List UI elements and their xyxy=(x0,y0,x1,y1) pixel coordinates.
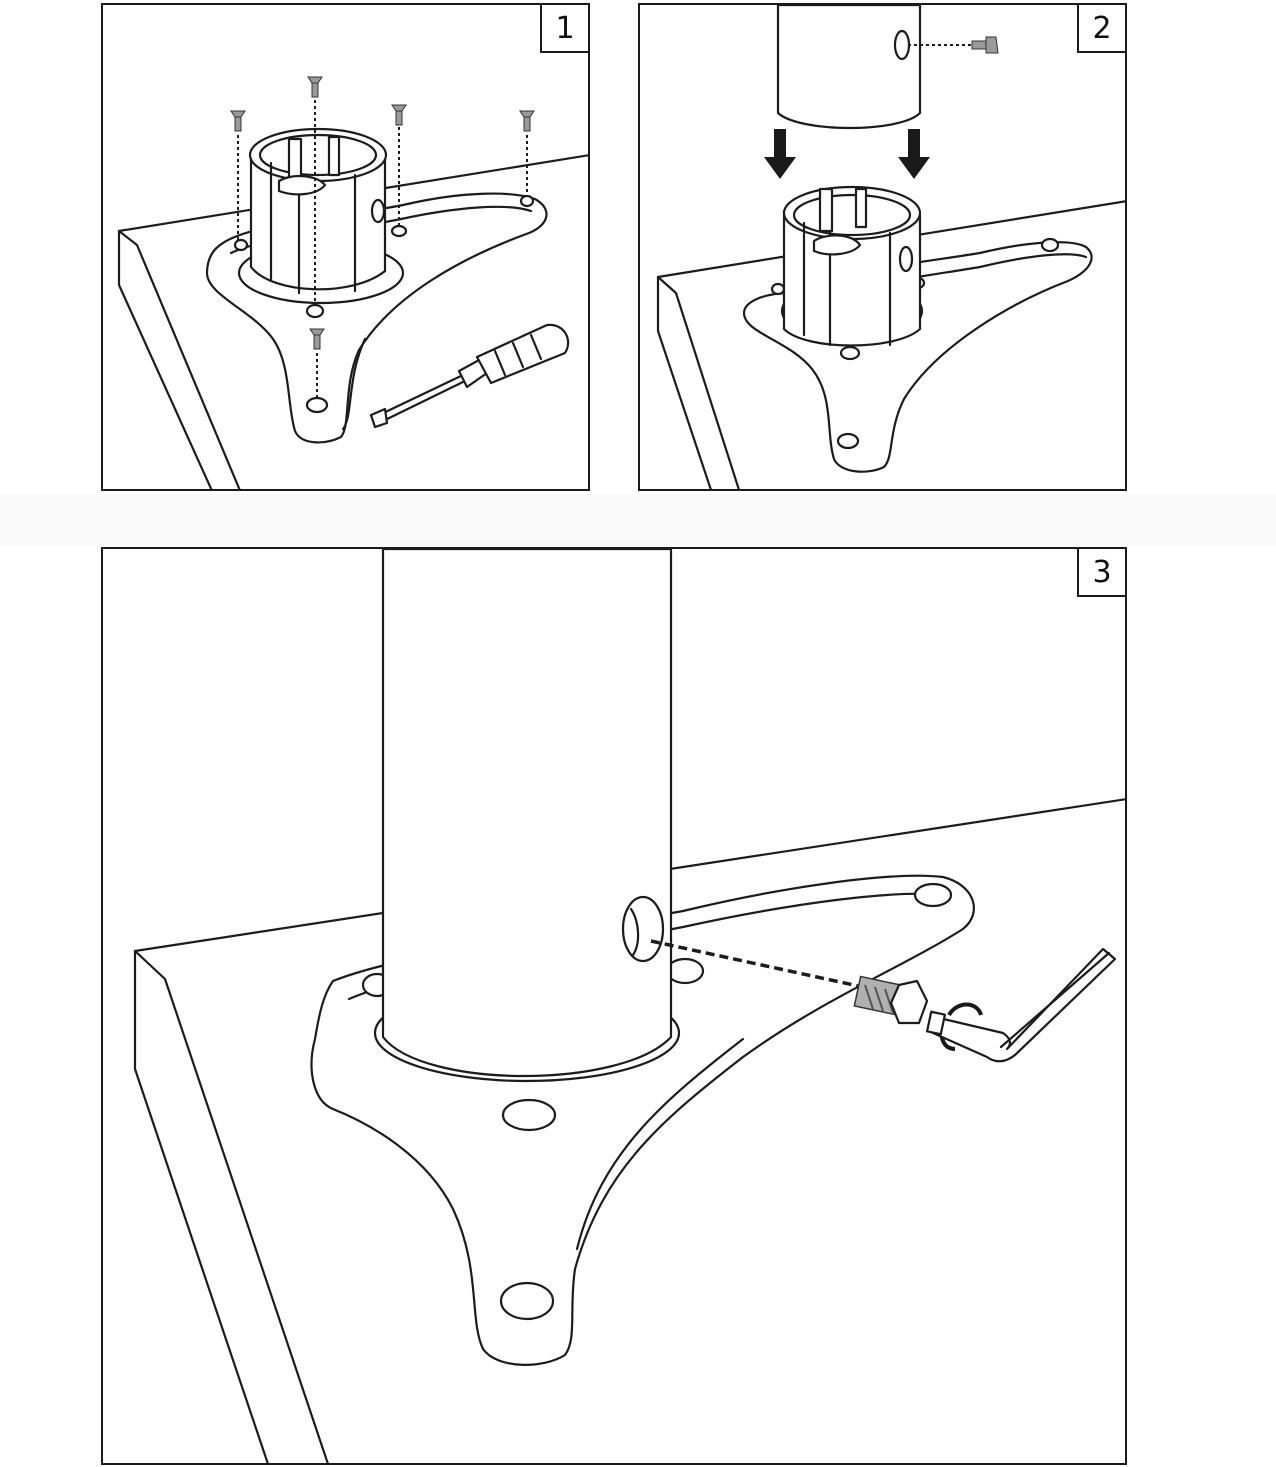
screwdriver-icon xyxy=(369,323,570,429)
screw-icon xyxy=(307,76,323,98)
screw-icon xyxy=(230,110,246,132)
screw-icon xyxy=(519,110,535,132)
leg-tube xyxy=(381,549,673,1077)
arrow-down-icon xyxy=(764,129,796,179)
step-3-illustration xyxy=(133,549,1125,1463)
step-3-panel: 3 xyxy=(101,547,1127,1465)
screw-icon xyxy=(309,328,325,350)
screw-icon xyxy=(971,36,999,54)
hex-key-icon xyxy=(925,947,1117,1063)
step-1-panel: 1 xyxy=(101,3,590,491)
step-number: 3 xyxy=(1077,549,1125,597)
leg-tube xyxy=(776,5,922,130)
step-number: 1 xyxy=(540,5,588,53)
step-number: 2 xyxy=(1077,5,1125,53)
tube-hole xyxy=(621,895,665,963)
screw-icon xyxy=(391,104,407,126)
arrow-down-icon xyxy=(898,129,930,179)
bolt-icon xyxy=(853,975,929,1025)
step-2-panel: 2 xyxy=(638,3,1127,491)
panel-separator xyxy=(0,494,1276,546)
step-2-illustration xyxy=(656,5,1125,489)
step-1-illustration xyxy=(117,76,588,489)
